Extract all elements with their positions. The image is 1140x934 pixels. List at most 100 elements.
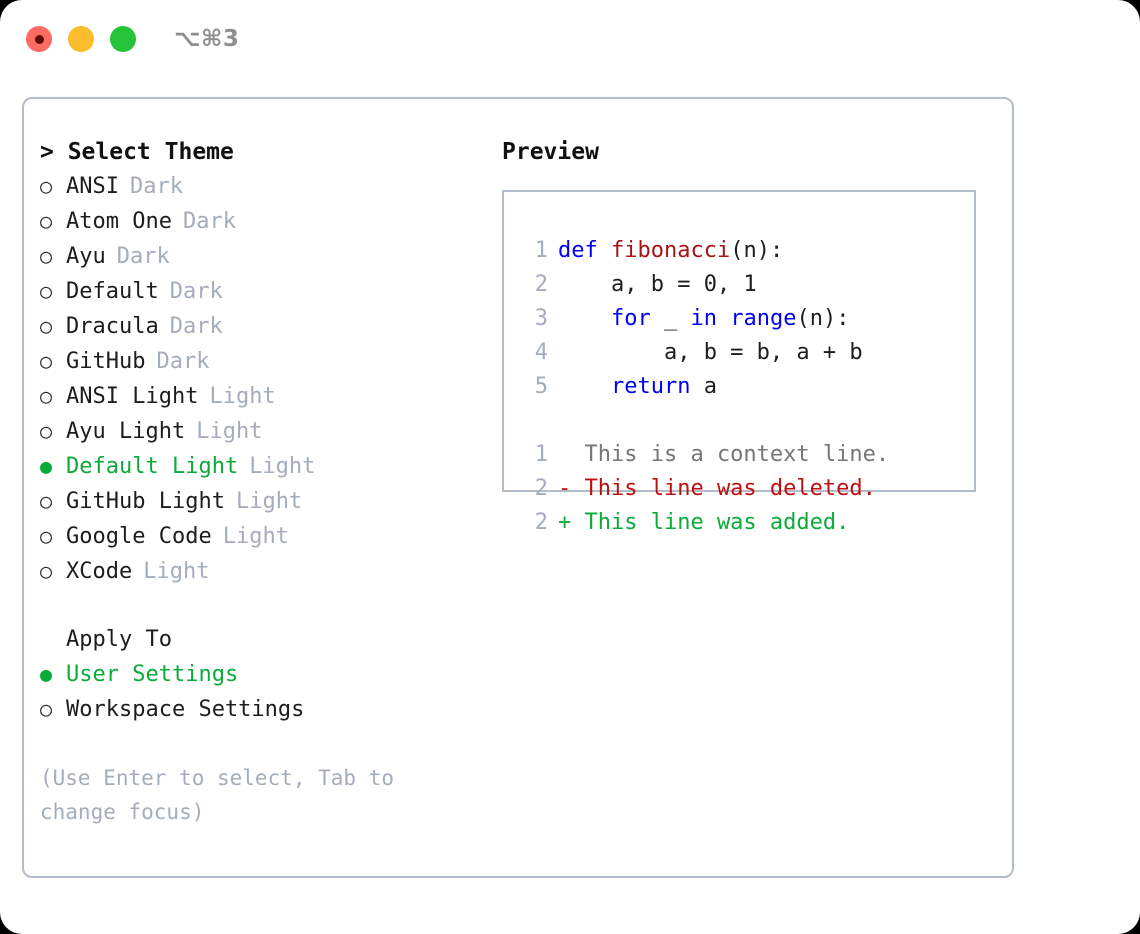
line-number: 2 <box>534 476 548 501</box>
theme-option-label: ANSI <box>66 174 119 199</box>
diff-line-text: This is a context line. <box>558 442 890 467</box>
theme-option-default-light[interactable]: ● Default Light Light <box>40 449 480 484</box>
code-token-keyword: return <box>610 374 691 399</box>
code-line: 4 a, b = b, a + b <box>522 336 974 370</box>
code-token-plain: a, b = 0, 1 <box>558 272 757 297</box>
theme-option-label: Google Code <box>66 524 212 549</box>
apply-to-heading: Apply To <box>66 627 172 652</box>
code-token-function: fibonacci <box>610 238 731 263</box>
theme-option-tag: Light <box>249 454 316 479</box>
theme-option-label: GitHub Light <box>66 489 225 514</box>
code-line-text: a, b = 0, 1 <box>558 268 757 302</box>
line-number: 2 <box>534 510 548 535</box>
keyboard-shortcut-label: ⌥⌘3 <box>174 26 240 52</box>
theme-option-label: Atom One <box>66 209 172 234</box>
window-controls <box>26 26 136 52</box>
diff-line-text: - This line was deleted. <box>558 476 876 501</box>
theme-option-label: XCode <box>66 559 133 584</box>
code-line-text: def fibonacci(n): <box>558 234 783 268</box>
theme-option-tag: Dark <box>129 174 183 199</box>
apply-to-option-label: Workspace Settings <box>66 697 305 722</box>
maximize-button-icon[interactable] <box>110 26 136 52</box>
close-button-icon[interactable] <box>26 26 52 52</box>
line-number: 5 <box>534 374 548 399</box>
diff-sample: 1 This is a context line. 2 - This line wa… <box>522 438 974 540</box>
theme-option-ayu[interactable]: ○ Ayu Dark <box>40 239 480 274</box>
line-number: 2 <box>534 272 548 297</box>
apply-to-option-workspace-settings[interactable]: ○ Workspace Settings <box>40 692 480 727</box>
theme-option-tag: Light <box>143 559 210 584</box>
radio-unselected-icon: ○ <box>40 697 53 721</box>
keyboard-hint-text: (Use Enter to select, Tab to change focu… <box>40 766 407 824</box>
code-line-text: a, b = b, a + b <box>558 336 863 370</box>
select-theme-heading: > Select Theme <box>40 139 234 165</box>
theme-option-ansi[interactable]: ○ ANSI Dark <box>40 169 480 204</box>
diff-line-context: 1 This is a context line. <box>522 438 974 472</box>
apply-to-list[interactable]: ●User Settings ○ Workspace Settings <box>40 657 480 727</box>
theme-option-label: Ayu <box>66 244 106 269</box>
radio-unselected-icon: ○ <box>40 349 53 373</box>
minimize-button-icon[interactable] <box>68 26 94 52</box>
radio-unselected-icon: ○ <box>40 524 53 548</box>
theme-option-google-code[interactable]: ○ Google Code Light <box>40 519 480 554</box>
theme-option-tag: Dark <box>156 349 210 374</box>
radio-unselected-icon: ○ <box>40 244 53 268</box>
code-token-plain <box>558 306 611 331</box>
radio-unselected-icon: ○ <box>40 174 53 198</box>
theme-option-label: Dracula <box>66 314 159 339</box>
code-line: 5 return a <box>522 370 974 404</box>
radio-unselected-icon: ○ <box>40 559 53 583</box>
theme-option-tag: Light <box>235 489 303 514</box>
code-token-plain <box>558 374 611 399</box>
code-token-plain <box>717 306 730 331</box>
line-number: 4 <box>534 340 548 365</box>
theme-option-tag: Dark <box>169 279 223 304</box>
theme-option-tag: Dark <box>169 314 223 339</box>
code-diff-spacer <box>522 404 974 438</box>
code-line-text: return a <box>558 370 717 404</box>
theme-option-tag: Dark <box>116 244 170 269</box>
code-line: 2 a, b = 0, 1 <box>522 268 974 302</box>
code-token-plain: a <box>690 374 717 399</box>
code-token-plain: a, b = b, a + b <box>558 340 863 365</box>
radio-selected-icon: ● <box>40 454 53 478</box>
diff-line-text: + This line was added. <box>558 510 850 535</box>
code-token-plain: _ <box>650 306 691 331</box>
theme-option-xcode[interactable]: ○ XCode Light <box>40 554 480 589</box>
code-line: 3 for _ in range(n): <box>522 302 974 336</box>
line-number: 3 <box>534 306 548 331</box>
theme-option-tag: Dark <box>182 209 236 234</box>
radio-unselected-icon: ○ <box>40 384 53 408</box>
code-token-keyword: for <box>610 306 651 331</box>
code-token-plain: (n): <box>796 306 850 331</box>
theme-option-tag: Light <box>222 524 289 549</box>
code-token-plain: (n): <box>730 238 784 263</box>
radio-unselected-icon: ○ <box>40 419 53 443</box>
radio-unselected-icon: ○ <box>40 209 53 233</box>
apply-to-option-label: User Settings <box>66 662 239 687</box>
theme-option-tag: Light <box>196 419 263 444</box>
apply-to-option-user-settings[interactable]: ●User Settings <box>40 657 480 692</box>
diff-line-delete: 2 - This line was deleted. <box>522 472 974 506</box>
code-token-keyword: range <box>730 306 797 331</box>
theme-option-label: Default Light <box>66 454 239 479</box>
line-number: 1 <box>534 442 548 467</box>
theme-option-label: ANSI Light <box>66 384 199 409</box>
theme-option-label: Default <box>66 279 159 304</box>
theme-option-atom-one[interactable]: ○ Atom One Dark <box>40 204 480 239</box>
preview-heading: Preview <box>502 139 599 165</box>
window-titlebar: ⌥⌘3 <box>0 0 1140 78</box>
